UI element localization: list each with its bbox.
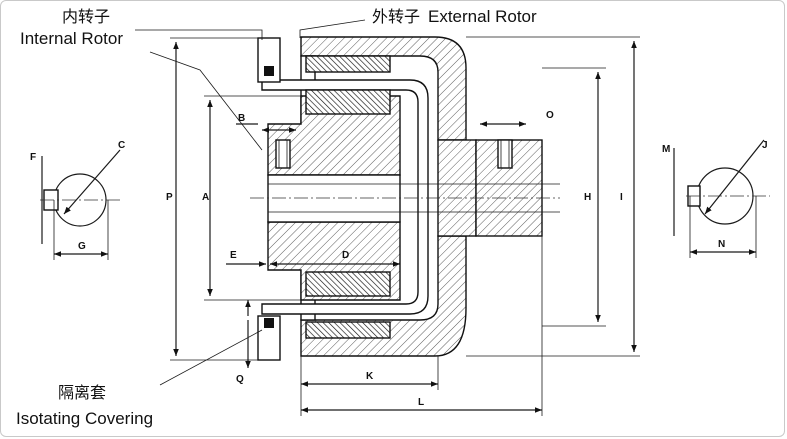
dim-L: L [418,397,424,408]
set-screws [275,139,513,169]
leaders [135,19,366,386]
dim-J: J [762,140,768,151]
dim-A: A [202,192,209,203]
dim-H: H [584,192,591,203]
dim-O: O [546,110,554,121]
covering-label-cn: 隔离套 [58,383,106,402]
dim-G: G [78,241,86,252]
dim-I: I [620,192,623,203]
external-rotor-label-en: External Rotor [428,7,537,26]
internal-rotor [267,89,401,301]
isolating-covering [261,79,429,315]
dim-N: N [718,239,725,250]
left-end-view [40,149,121,260]
covering-label-en: Isotating Covering [16,409,153,428]
dim-P: P [166,192,173,203]
dim-Q: Q [236,374,244,385]
internal-rotor-label-cn: 内转子 [62,7,110,26]
dim-B: B [238,113,245,124]
internal-flange [257,37,281,361]
magnet-blocks [305,55,391,339]
external-rotor-label-cn: 外转子 [372,7,420,26]
dim-M: M [662,144,670,155]
dim-C: C [118,140,125,151]
dim-K: K [366,371,374,382]
dim-lines-left [170,37,400,368]
right-end-view [673,139,770,258]
dim-lines-right [300,36,640,416]
dim-D: D [342,250,349,261]
internal-rotor-label-en: Internal Rotor [20,29,123,48]
dim-F: F [30,152,36,163]
dim-E: E [230,250,237,261]
